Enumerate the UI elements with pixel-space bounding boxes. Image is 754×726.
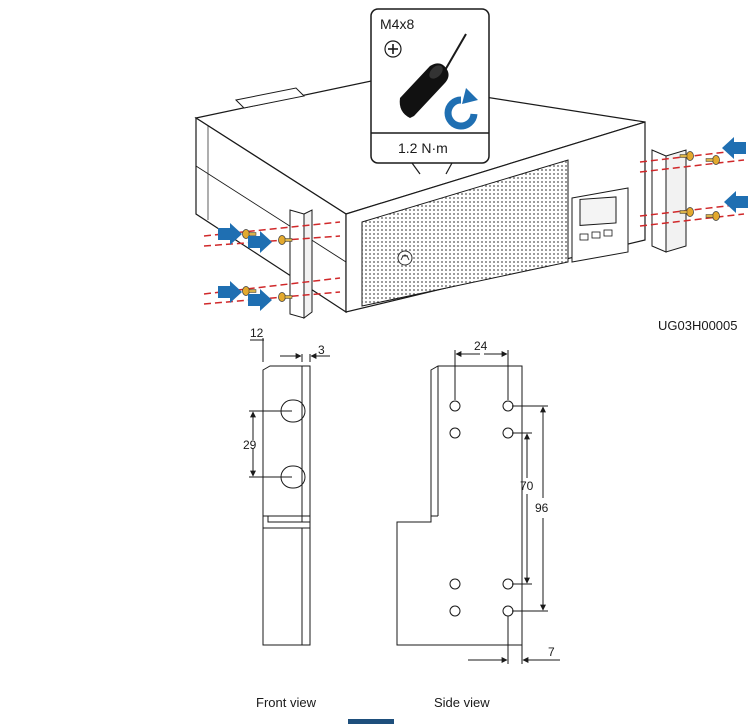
side-dim-edge: 7 — [548, 645, 555, 659]
insertion-arrow-icon — [722, 137, 748, 213]
left-mounting-bracket — [289, 209, 313, 319]
page-accent-bar — [348, 719, 394, 724]
side-dim-pitch-short: 70 — [520, 479, 534, 493]
panel-button — [591, 231, 601, 239]
panel-button — [603, 229, 613, 237]
torque-callout: M4x8 1.2 N·m — [370, 8, 490, 175]
mounting-hole — [449, 578, 461, 590]
mounting-hole — [502, 400, 514, 412]
screw-spec-label: M4x8 — [380, 16, 414, 32]
right-mounting-bracket — [651, 149, 687, 253]
brand-logo — [397, 250, 413, 266]
right-screw-paths — [639, 149, 745, 227]
side-view-drawing — [396, 350, 560, 664]
mounting-hole — [449, 427, 461, 439]
side-view-caption: Side view — [434, 695, 490, 710]
phillips-head-icon — [384, 40, 402, 58]
mounting-hole — [502, 427, 514, 439]
front-mesh-panel — [361, 159, 569, 307]
mounting-hole — [449, 400, 461, 412]
lcd-display — [579, 196, 617, 226]
front-view-drawing — [249, 338, 330, 646]
side-dim-pitch-long: 96 — [535, 501, 549, 515]
mounting-hole — [502, 605, 514, 617]
panel-button — [579, 233, 589, 241]
clockwise-rotate-icon — [444, 88, 478, 130]
mounting-hole — [449, 605, 461, 617]
front-dim-hole-pitch: 29 — [243, 438, 257, 452]
front-dim-flange: 3 — [318, 343, 325, 357]
front-view-caption: Front view — [256, 695, 316, 710]
screwdriver-icon — [399, 33, 467, 118]
mounting-hole — [502, 578, 514, 590]
front-dim-width: 12 — [250, 326, 264, 340]
side-dim-hole-spacing: 24 — [474, 339, 488, 353]
torque-label: 1.2 N·m — [398, 140, 448, 156]
figure-code: UG03H00005 — [658, 318, 738, 333]
